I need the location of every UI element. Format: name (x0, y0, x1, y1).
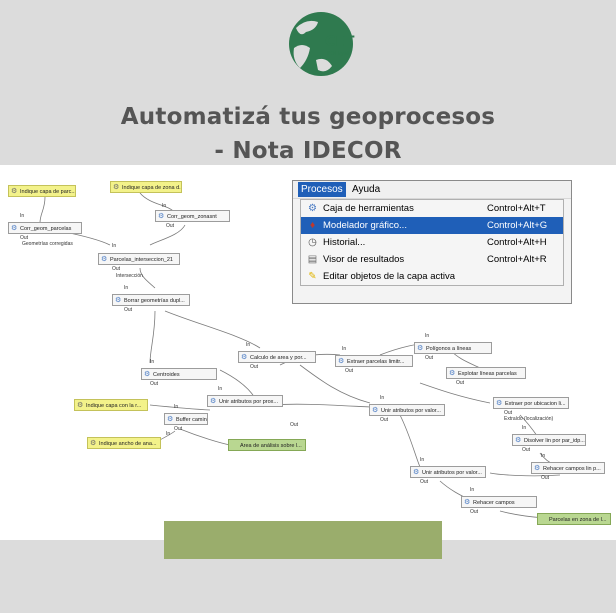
port-label: In (218, 386, 223, 392)
menu-item-caja-herramientas[interactable]: ⚙ Caja de herramientas Control+Alt+T (308, 203, 546, 214)
pencil-icon: ✎ (308, 271, 317, 282)
port-label: In (342, 346, 347, 352)
menu-item-modelador-grafico[interactable]: ♦ Modelador gráfico... Control+Alt+G (301, 217, 563, 234)
port-label: Out (345, 368, 354, 374)
clock-icon: ◷ (308, 237, 317, 248)
model-algorithm-node[interactable]: Polígonos a líneas (414, 342, 492, 354)
port-label: Out (124, 307, 133, 313)
model-algorithm-node[interactable]: Explotar líneas parcelas (446, 367, 526, 379)
port-label: Out (20, 235, 29, 241)
port-label: Out (166, 223, 175, 229)
port-label: In (174, 404, 179, 410)
model-algorithm-node[interactable]: Unir atributos por prox... (207, 395, 283, 407)
gear-icon: ⚙ (308, 203, 317, 214)
page-title: Automatizá tus geoprocesos (120, 104, 496, 130)
menu-item-historial[interactable]: ◷ Historial... Control+Alt+H (308, 237, 547, 248)
port-label: In (20, 213, 25, 219)
port-label: In (541, 453, 546, 459)
port-label: Out (250, 364, 259, 370)
port-label: Out (456, 380, 465, 386)
model-icon: ♦ (309, 220, 316, 231)
model-algorithm-node[interactable]: Corr_geom_parcelas (8, 222, 82, 234)
model-input-node[interactable]: Indique ancho de ana... (87, 437, 161, 449)
model-algorithm-node[interactable]: Unir atributos por valor... (369, 404, 445, 416)
port-label: Out (380, 417, 389, 423)
model-input-node[interactable]: Indique capa de parc... (8, 185, 76, 197)
model-algorithm-node[interactable]: Disolver lin por par_idp... (512, 434, 586, 446)
svg-text:POEFyM: POEFyM (327, 51, 349, 57)
port-label: Out (174, 426, 183, 432)
port-label: Out (470, 509, 479, 515)
header: CET POEFyM Automatizá tus geoprocesos - … (0, 0, 616, 165)
port-label: In (124, 285, 129, 291)
page-subtitle: - Nota IDECOR (214, 138, 402, 164)
port-label: In (166, 431, 171, 437)
port-label: Geometrías corregidas (22, 241, 73, 247)
menu-item-editar-objetos[interactable]: ✎ Editar objetos de la capa activa (308, 271, 456, 282)
model-algorithm-node[interactable]: Corr_geom_zonasnt (155, 210, 230, 222)
svg-text:CET: CET (325, 34, 355, 50)
port-label: Out (420, 479, 429, 485)
model-algorithm-node[interactable]: Unir atributos por valor... (410, 466, 486, 478)
model-algorithm-node[interactable]: Buffer camino (164, 413, 208, 425)
port-label: Out (522, 447, 531, 453)
procesos-dropdown: ⚙ Caja de herramientas Control+Alt+T ♦ M… (300, 199, 564, 286)
port-label: In (150, 359, 155, 365)
port-label: In (420, 457, 425, 463)
menu-ayuda[interactable]: Ayuda (352, 184, 381, 195)
port-label: Out (112, 266, 121, 272)
model-algorithm-node[interactable]: Extraer por ubicacion li... (493, 397, 569, 409)
model-algorithm-node[interactable]: Parcelas_interseccion_21 (98, 253, 180, 265)
document-icon: ▤ (307, 254, 318, 265)
model-algorithm-node[interactable]: Rehacer campos (461, 496, 537, 508)
port-label: Out (425, 355, 434, 361)
menubar: Procesos Ayuda (293, 181, 571, 199)
model-algorithm-node[interactable]: Borrar geometrías dupl... (112, 294, 190, 306)
port-label: In (522, 425, 527, 431)
port-label: Out (504, 410, 513, 416)
cet-logo-icon: CET POEFyM (289, 12, 355, 76)
menu-procesos[interactable]: Procesos (298, 182, 346, 197)
port-label: In (470, 487, 475, 493)
port-label: In (425, 333, 430, 339)
model-algorithm-node[interactable]: Extraer parcelas limitr... (335, 355, 413, 367)
model-algorithm-node[interactable]: Centroides (141, 368, 217, 380)
port-label: In (380, 395, 385, 401)
processing-menu-window: Procesos Ayuda ⚙ Caja de herramientas Co… (292, 180, 572, 304)
model-algorithm-node[interactable]: Rehacer campos lin p... (531, 462, 605, 474)
model-input-node[interactable]: Indique capa de zona d... (110, 181, 182, 193)
green-banner (164, 521, 442, 559)
port-label: Extraído (localización) (504, 416, 554, 422)
port-label: Out (541, 475, 550, 481)
port-label: In (162, 203, 167, 209)
menu-item-visor-resultados[interactable]: ▤ Visor de resultados Control+Alt+R (307, 254, 547, 265)
model-algorithm-node[interactable]: Calculo de area y por... (238, 351, 316, 363)
model-output-node[interactable]: Area de análisis sobre l... (228, 439, 306, 451)
port-label: Intersección (116, 273, 143, 279)
model-input-node[interactable]: Indique capa con la r... (74, 399, 148, 411)
model-output-node[interactable]: Parcelas en zona de l... (537, 513, 611, 525)
port-label: Out (150, 381, 159, 387)
port-label: In (246, 342, 251, 348)
port-label: In (112, 243, 117, 249)
port-label: Out (290, 422, 299, 428)
